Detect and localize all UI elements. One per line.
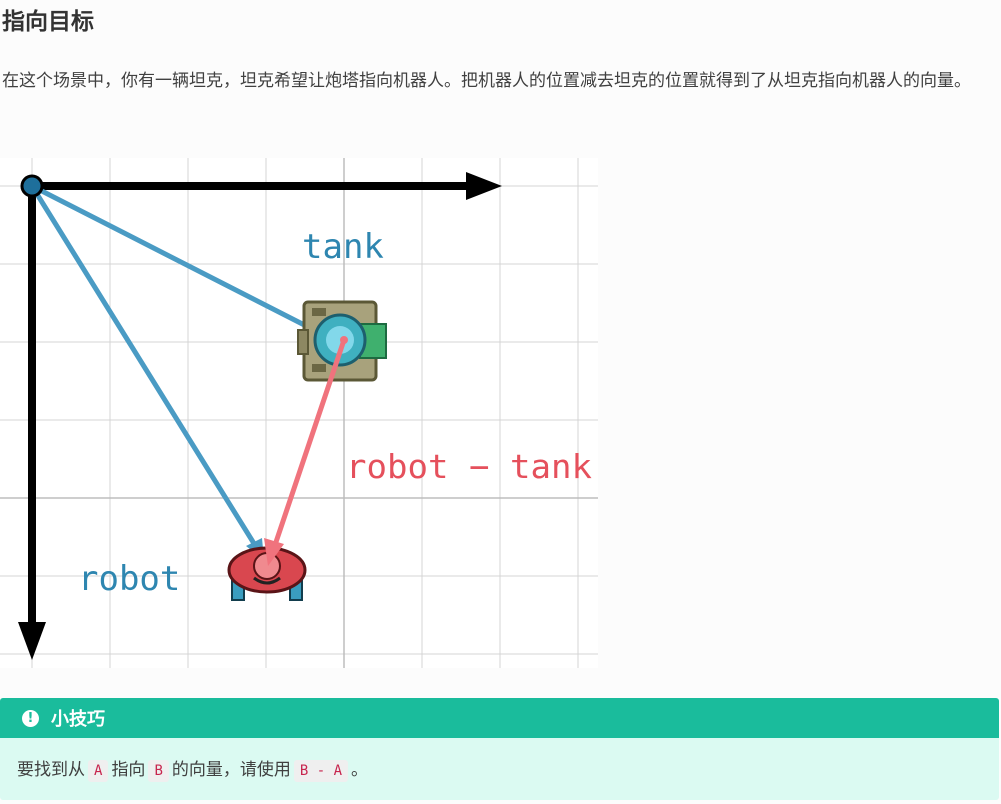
origin-point	[20, 174, 44, 198]
y-axis-arrowhead	[18, 622, 46, 660]
tip-text-end: 。	[351, 760, 369, 780]
intro-paragraph: 在这个场景中，你有一辆坦克，坦克希望让炮塔指向机器人。把机器人的位置减去坦克的位…	[2, 71, 971, 91]
robot-minus-tank-vector	[271, 337, 347, 551]
tank-position-vector	[29, 183, 325, 337]
exclamation-icon: !	[22, 709, 39, 727]
robot-label: robot	[78, 559, 180, 599]
page-title: 指向目标	[2, 9, 94, 35]
code-expression: B - A	[293, 760, 349, 782]
tip-text-middle: 指向	[111, 760, 146, 780]
vector-diagram: tank robot robot − tank	[0, 158, 598, 668]
code-a: A	[88, 760, 109, 782]
tank-point	[340, 336, 348, 344]
code-b: B	[148, 760, 169, 782]
difference-vector-label: robot − tank	[346, 447, 592, 486]
robot-position-vector	[29, 183, 261, 553]
vector-diagram-svg: tank robot robot − tank	[0, 158, 598, 668]
axes	[18, 172, 502, 660]
difference-vector-arrowhead	[264, 538, 284, 566]
tank-label: tank	[302, 227, 384, 267]
tip-text-before: 要找到从	[17, 760, 85, 780]
position-vectors	[29, 183, 325, 553]
tip-text-after-b: 的向量，请使用	[171, 760, 291, 780]
x-axis-arrowhead	[466, 172, 502, 200]
tip-title: 小技巧	[51, 709, 105, 730]
robot-sprite	[227, 546, 307, 601]
tip-header: ! 小技巧	[0, 698, 999, 738]
